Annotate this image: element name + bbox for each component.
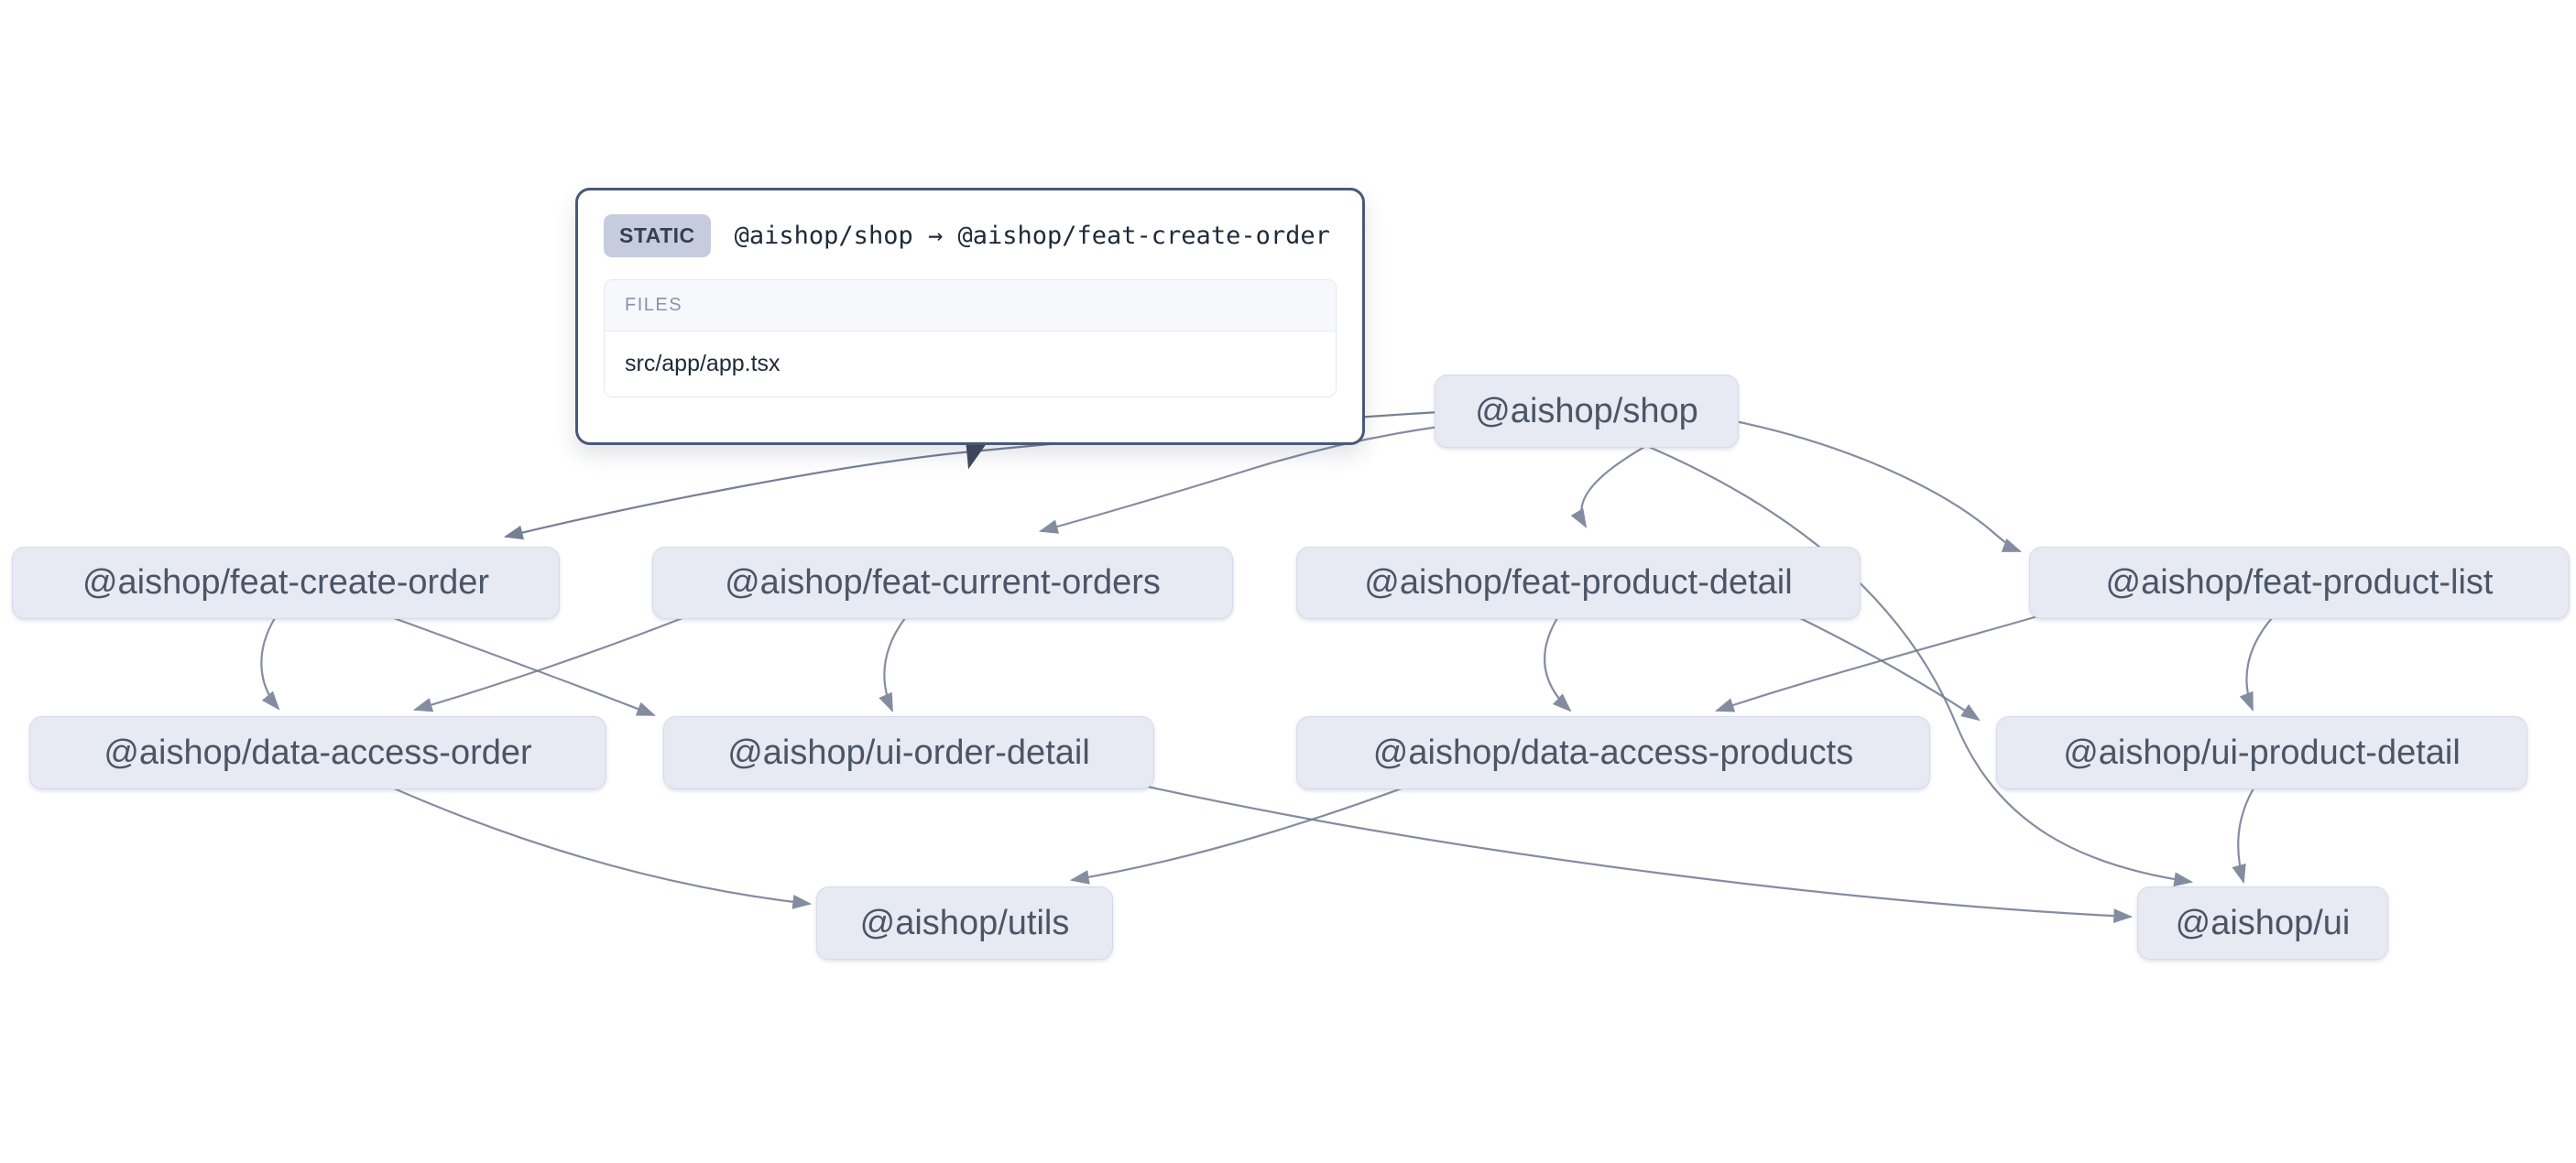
- graph-edge-feat-product-detail-ui-product-detail[interactable]: [1799, 617, 1981, 722]
- graph-edge-feat-product-list-data-access-products[interactable]: [1714, 614, 2042, 712]
- graph-edge-data-access-order-utils[interactable]: [393, 787, 813, 909]
- edge-tooltip-header: STATIC @aishop/shop → @aishop/feat-creat…: [604, 214, 1337, 257]
- graph-edge-ui-product-detail-ui[interactable]: [2232, 788, 2254, 885]
- graph-edge-feat-current-orders-ui-order-detail[interactable]: [879, 617, 906, 713]
- graph-node-feat-current-orders[interactable]: @aishop/feat-current-orders: [652, 547, 1233, 619]
- graph-node-shop[interactable]: @aishop/shop: [1435, 375, 1739, 448]
- graph-edge-shop-feat-current-orders[interactable]: [1038, 425, 1440, 534]
- files-panel: FILES src/app/app.tsx: [604, 279, 1337, 397]
- graph-edge-feat-current-orders-data-access-order[interactable]: [412, 616, 683, 712]
- graph-node-feat-product-detail[interactable]: @aishop/feat-product-detail: [1296, 547, 1861, 619]
- graph-node-ui[interactable]: @aishop/ui: [2137, 886, 2388, 960]
- graph-node-data-access-order[interactable]: @aishop/data-access-order: [29, 716, 606, 789]
- files-panel-header: FILES: [605, 280, 1336, 332]
- graph-edge-feat-product-list-ui-product-detail[interactable]: [2239, 617, 2273, 712]
- graph-node-data-access-products[interactable]: @aishop/data-access-products: [1296, 716, 1930, 789]
- edge-tooltip: STATIC @aishop/shop → @aishop/feat-creat…: [575, 188, 1365, 445]
- file-row: src/app/app.tsx: [605, 332, 1336, 397]
- graph-edge-feat-create-order-data-access-order[interactable]: [260, 617, 280, 711]
- graph-edge-shop-feat-product-detail[interactable]: [1570, 446, 1645, 528]
- graph-edge-data-access-products-utils[interactable]: [1069, 787, 1403, 885]
- graph-edge-shop-feat-product-list[interactable]: [1734, 419, 2023, 553]
- graph-node-utils[interactable]: @aishop/utils: [816, 886, 1113, 960]
- graph-node-ui-product-detail[interactable]: @aishop/ui-product-detail: [1996, 716, 2527, 789]
- graph-edge-shop-ui[interactable]: [1648, 445, 2194, 887]
- edge-type-badge: STATIC: [604, 214, 711, 257]
- graph-edge-feat-product-detail-data-access-products[interactable]: [1544, 617, 1572, 712]
- edge-tooltip-title: @aishop/shop → @aishop/feat-create-order: [734, 222, 1330, 250]
- graph-edge-ui-order-detail-ui[interactable]: [1142, 784, 2134, 924]
- graph-node-ui-order-detail[interactable]: @aishop/ui-order-detail: [663, 716, 1154, 789]
- graph-node-feat-create-order[interactable]: @aishop/feat-create-order: [12, 547, 560, 619]
- graph-node-feat-product-list[interactable]: @aishop/feat-product-list: [2029, 547, 2570, 619]
